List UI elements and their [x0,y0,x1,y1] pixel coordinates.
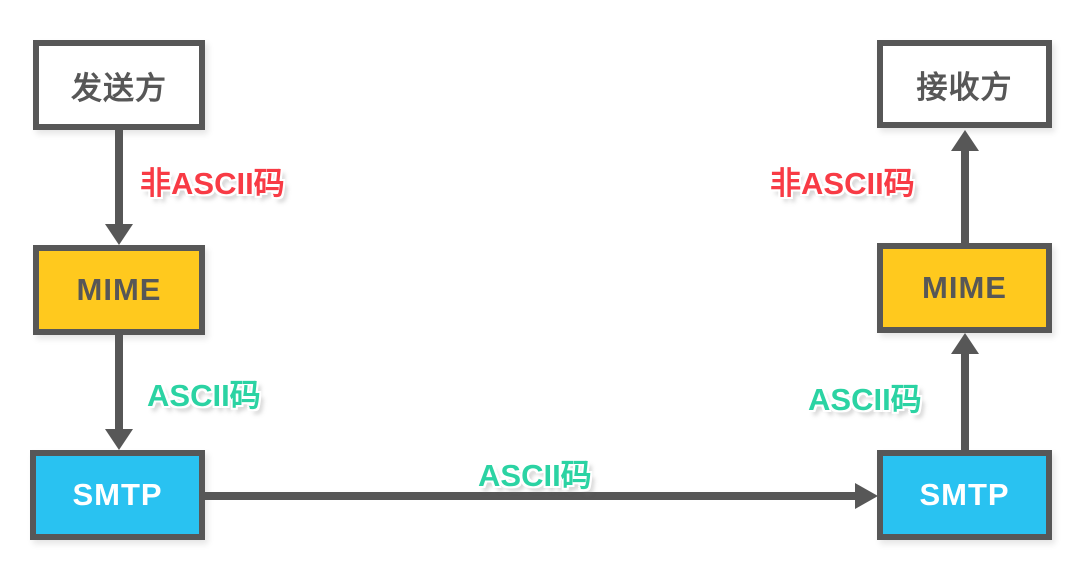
mime-left-box: MIME [33,245,205,335]
arrow-smtp-to-smtp [205,492,856,500]
arrow-mime-to-smtp [115,335,123,430]
edge-label-mime-to-smtp: ASCII码 [147,378,261,413]
mime-left-label: MIME [76,272,162,307]
receiver-box: 接收方 [877,40,1052,128]
smtp-right-label: SMTP [919,477,1010,512]
smtp-right-box: SMTP [877,450,1052,540]
arrowhead-up-icon [951,130,979,151]
mime-right-label: MIME [922,270,1007,305]
smtp-left-label: SMTP [72,477,163,512]
arrow-mime-to-receiver [961,149,969,243]
arrowhead-down-icon [105,429,133,450]
sender-label: 发送方 [71,70,167,106]
sender-box: 发送方 [33,40,205,130]
smtp-left-box: SMTP [30,450,205,540]
edge-label-sender-to-mime: 非ASCII码 [140,166,285,201]
arrowhead-right-icon [855,483,878,509]
arrowhead-down-icon [105,224,133,245]
edge-label-smtp-to-smtp: ASCII码 [478,458,592,493]
arrow-sender-to-mime [115,130,123,225]
arrow-smtp-to-mime [961,352,969,450]
edge-label-smtp-to-mime: ASCII码 [808,382,922,417]
edge-label-mime-to-receiver: 非ASCII码 [770,166,915,201]
receiver-label: 接收方 [916,69,1013,105]
mime-right-box: MIME [877,243,1052,333]
arrowhead-up-icon [951,333,979,354]
